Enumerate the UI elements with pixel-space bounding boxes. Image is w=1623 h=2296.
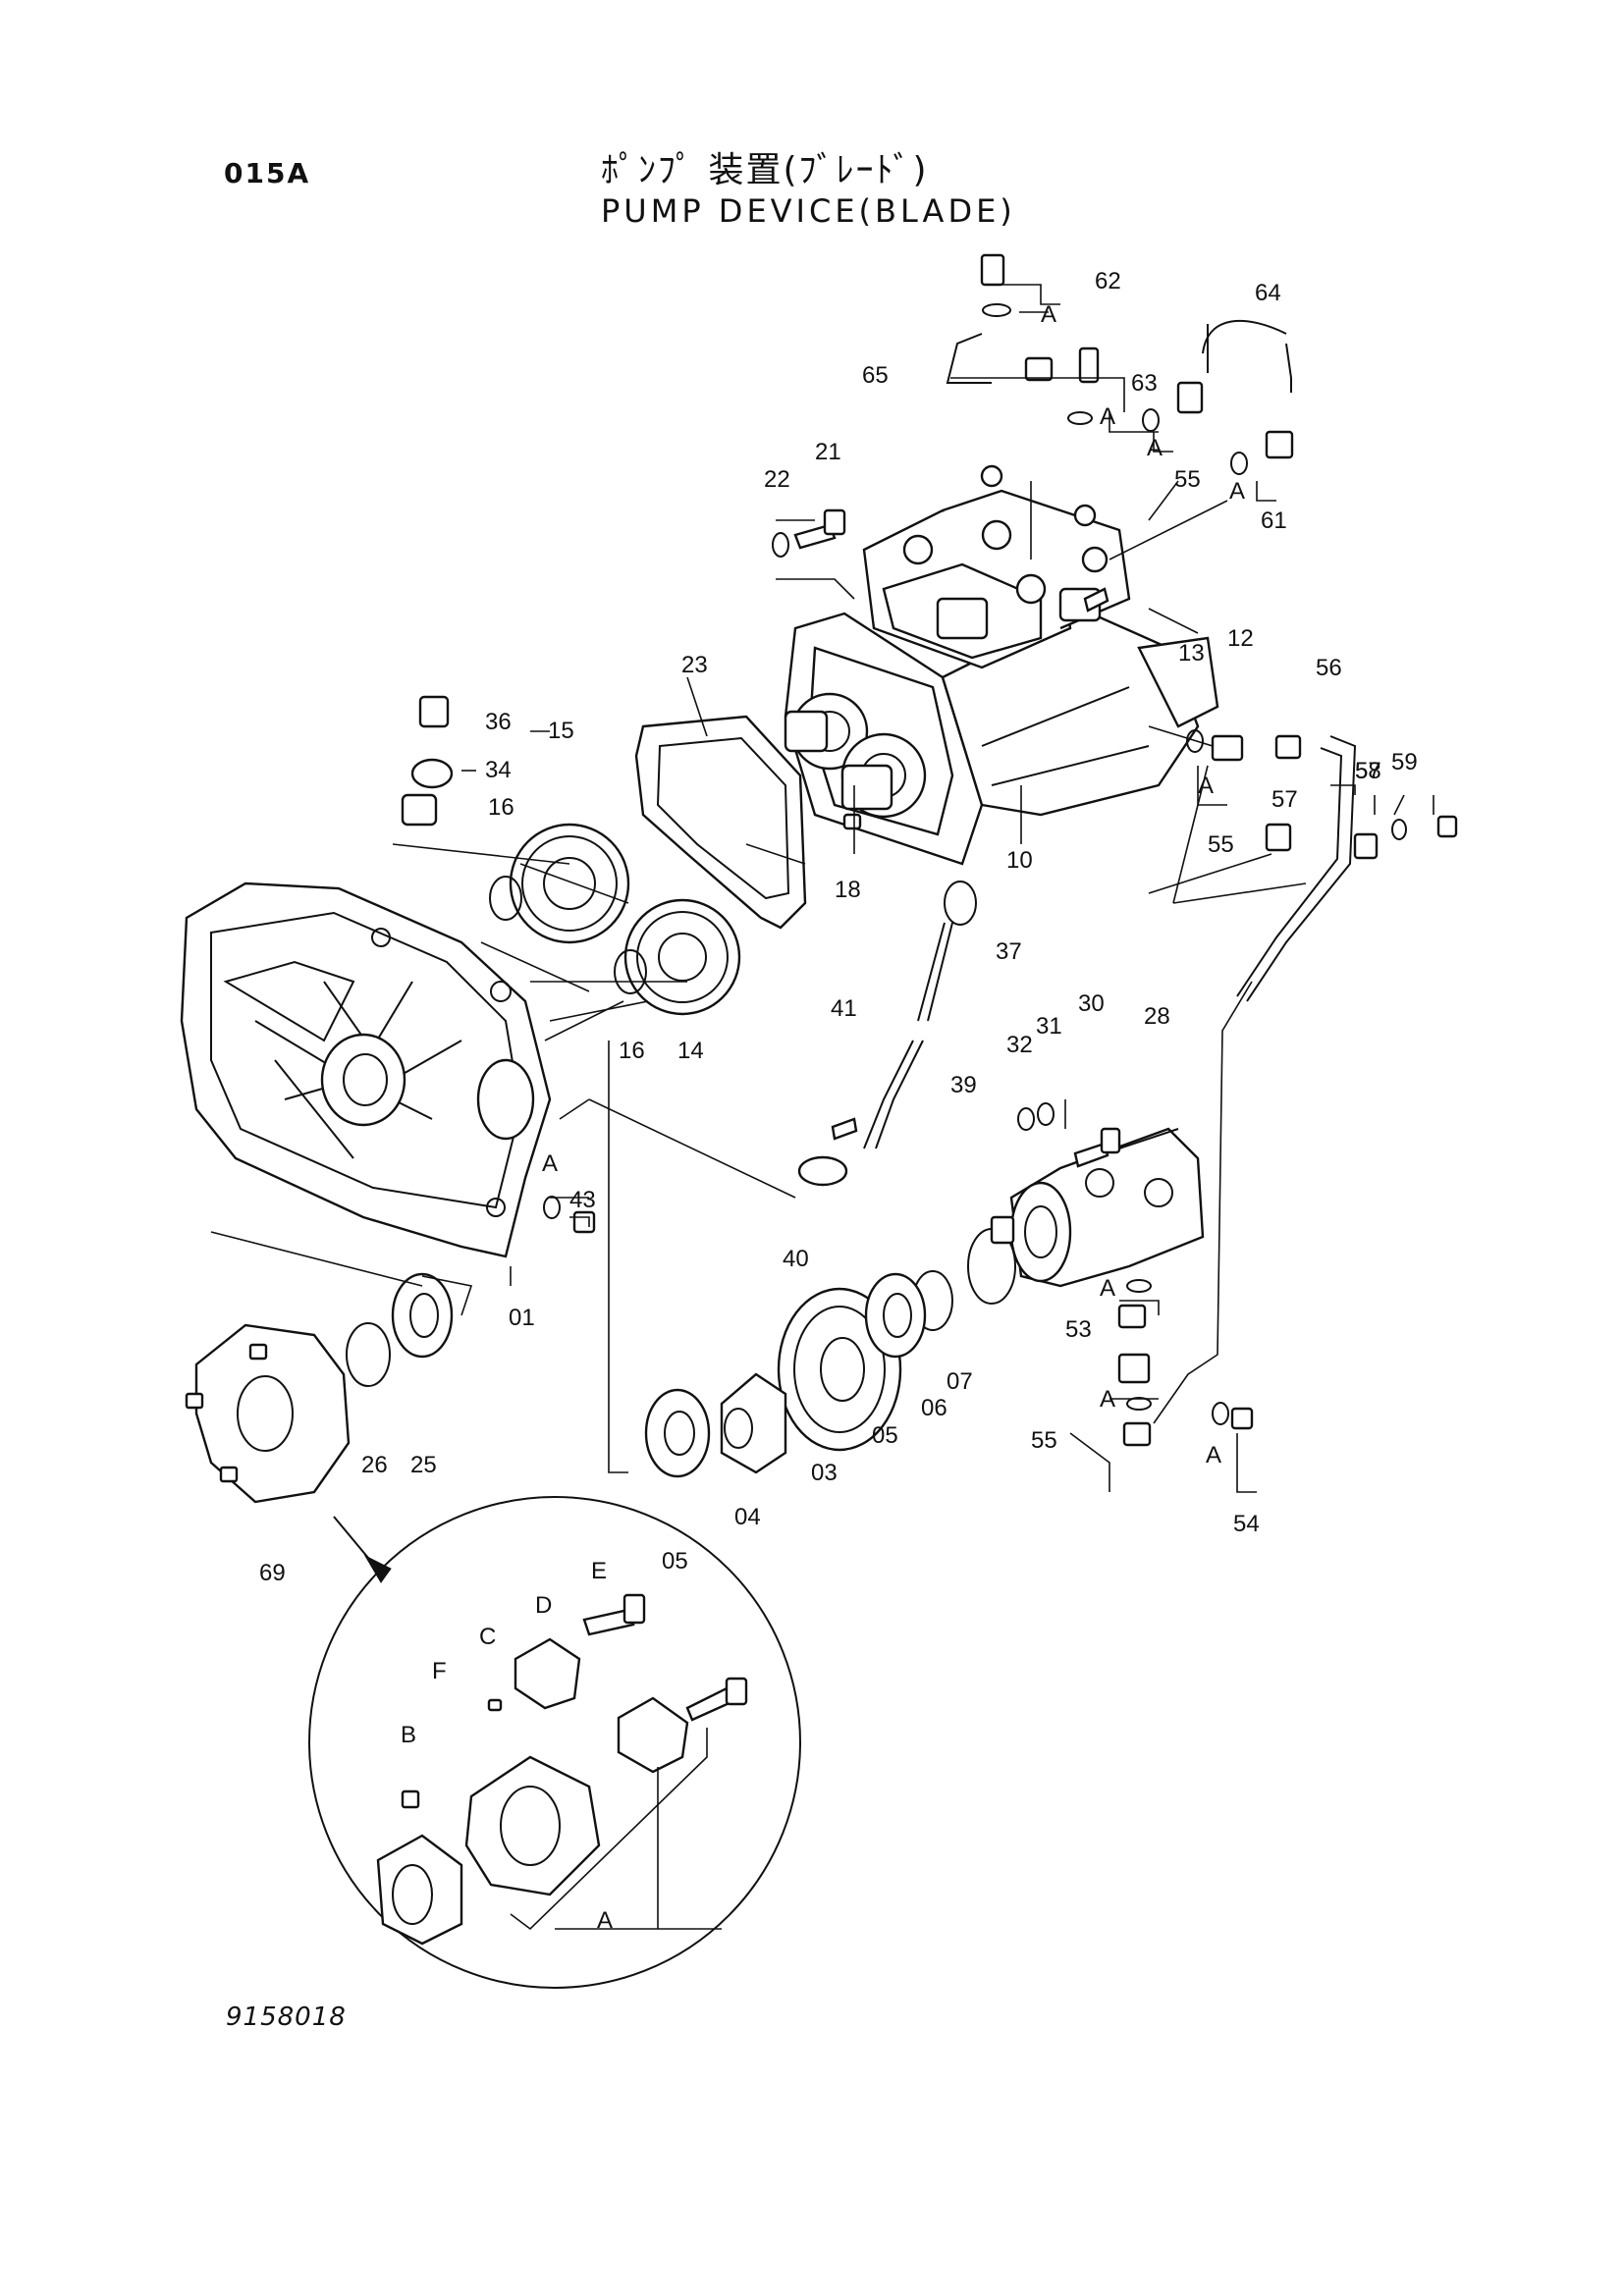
callout-letter: A <box>1206 1442 1221 1468</box>
callout-01: 01 <box>509 1305 535 1331</box>
callout-10: 10 <box>1006 847 1033 874</box>
title-english: PUMP DEVICE(BLADE) <box>601 192 1016 230</box>
title-japanese: ﾎﾟﾝﾌﾟ 装置(ﾌﾞﾚｰﾄﾞ) <box>601 150 929 190</box>
callout-64: 64 <box>1255 280 1281 306</box>
callout-58: 58 <box>1355 758 1381 784</box>
callout-40: 40 <box>783 1246 809 1272</box>
gasket-icon <box>634 715 807 930</box>
callout-letter: E <box>591 1558 607 1584</box>
callout-letter: A <box>542 1150 558 1177</box>
callout-letter: B <box>401 1722 416 1748</box>
callout-63: 63 <box>1131 370 1158 397</box>
callout-letter: A <box>1100 1386 1115 1413</box>
callout-letter: C <box>479 1624 496 1650</box>
gear-icon <box>509 823 902 1452</box>
callout-37: 37 <box>996 938 1022 965</box>
callout-14: 14 <box>677 1038 704 1064</box>
callout-03: 03 <box>811 1460 838 1486</box>
callout-55: 55 <box>1031 1427 1057 1454</box>
gear-pump-icon <box>990 1127 1205 1288</box>
callout-65: 65 <box>862 362 889 389</box>
callout-18: 18 <box>835 877 861 903</box>
callout-26: 26 <box>361 1452 388 1478</box>
callout-06: 06 <box>921 1395 947 1421</box>
leader-lines <box>210 284 1434 1493</box>
callout-43: 43 <box>569 1187 596 1213</box>
callout-12: 12 <box>1227 625 1254 652</box>
callout-59: 59 <box>1391 749 1418 775</box>
callout-letter: A <box>597 1907 613 1934</box>
bearing-icon <box>391 1272 927 1478</box>
callout-61: 61 <box>1261 507 1287 534</box>
fitting-icon <box>401 253 1379 1447</box>
callout-05: 05 <box>872 1422 898 1449</box>
callout-22: 22 <box>764 466 790 493</box>
callout-30: 30 <box>1078 990 1105 1017</box>
callout-16: 16 <box>619 1038 645 1064</box>
callout-21: 21 <box>815 439 841 465</box>
callout-labels: 62 A 64 65 63 A A 55 A 61 22 21 13 12 56… <box>259 268 1418 1934</box>
callout-32: 32 <box>1006 1032 1033 1058</box>
callout-62: 62 <box>1095 268 1121 294</box>
callout-28: 28 <box>1144 1003 1170 1030</box>
callout-23: 23 <box>681 652 708 678</box>
callout-31: 31 <box>1036 1013 1062 1040</box>
callout-57: 57 <box>1271 786 1298 813</box>
callout-16: 16 <box>488 794 514 821</box>
callout-36: 36 <box>485 709 512 735</box>
callout-41: 41 <box>831 995 857 1022</box>
callout-69: 69 <box>259 1560 286 1586</box>
o-ring-icon <box>543 303 1407 1425</box>
callout-07: 07 <box>947 1368 973 1395</box>
callout-letter: D <box>535 1592 552 1619</box>
callout-letter: A <box>1041 301 1056 328</box>
hose-icon <box>946 319 1357 1002</box>
callout-25: 25 <box>410 1452 437 1478</box>
callout-letter: A <box>1229 478 1245 505</box>
coupling-detail-icon <box>308 1496 801 1989</box>
callout-55: 55 <box>1174 466 1201 493</box>
drawing-number: 9158018 <box>226 2002 347 2032</box>
callout-letter: A <box>1100 1275 1115 1302</box>
callout-55: 55 <box>1208 831 1234 858</box>
callout-04: 04 <box>734 1504 761 1530</box>
main-pump-icon <box>784 464 1219 866</box>
callout-letter: A <box>1100 403 1115 430</box>
coupling-icon <box>185 1323 351 1504</box>
callout-13: 13 <box>1178 640 1205 667</box>
callout-letter: A <box>1198 773 1214 799</box>
callout-56: 56 <box>1316 655 1342 681</box>
callout-34: 34 <box>485 757 512 783</box>
callout-letter: A <box>1147 435 1163 461</box>
callout-letter: F <box>432 1658 447 1684</box>
callout-53: 53 <box>1065 1316 1092 1343</box>
callout-05: 05 <box>662 1548 688 1575</box>
page-code: 015A <box>224 157 311 189</box>
dipstick-icon <box>797 881 977 1187</box>
callout-57: 57 <box>1355 758 1381 784</box>
gear-housing-icon <box>180 881 552 1258</box>
callout-54: 54 <box>1233 1511 1260 1537</box>
callout-39: 39 <box>950 1072 977 1098</box>
callout-15: 15 <box>548 718 574 744</box>
